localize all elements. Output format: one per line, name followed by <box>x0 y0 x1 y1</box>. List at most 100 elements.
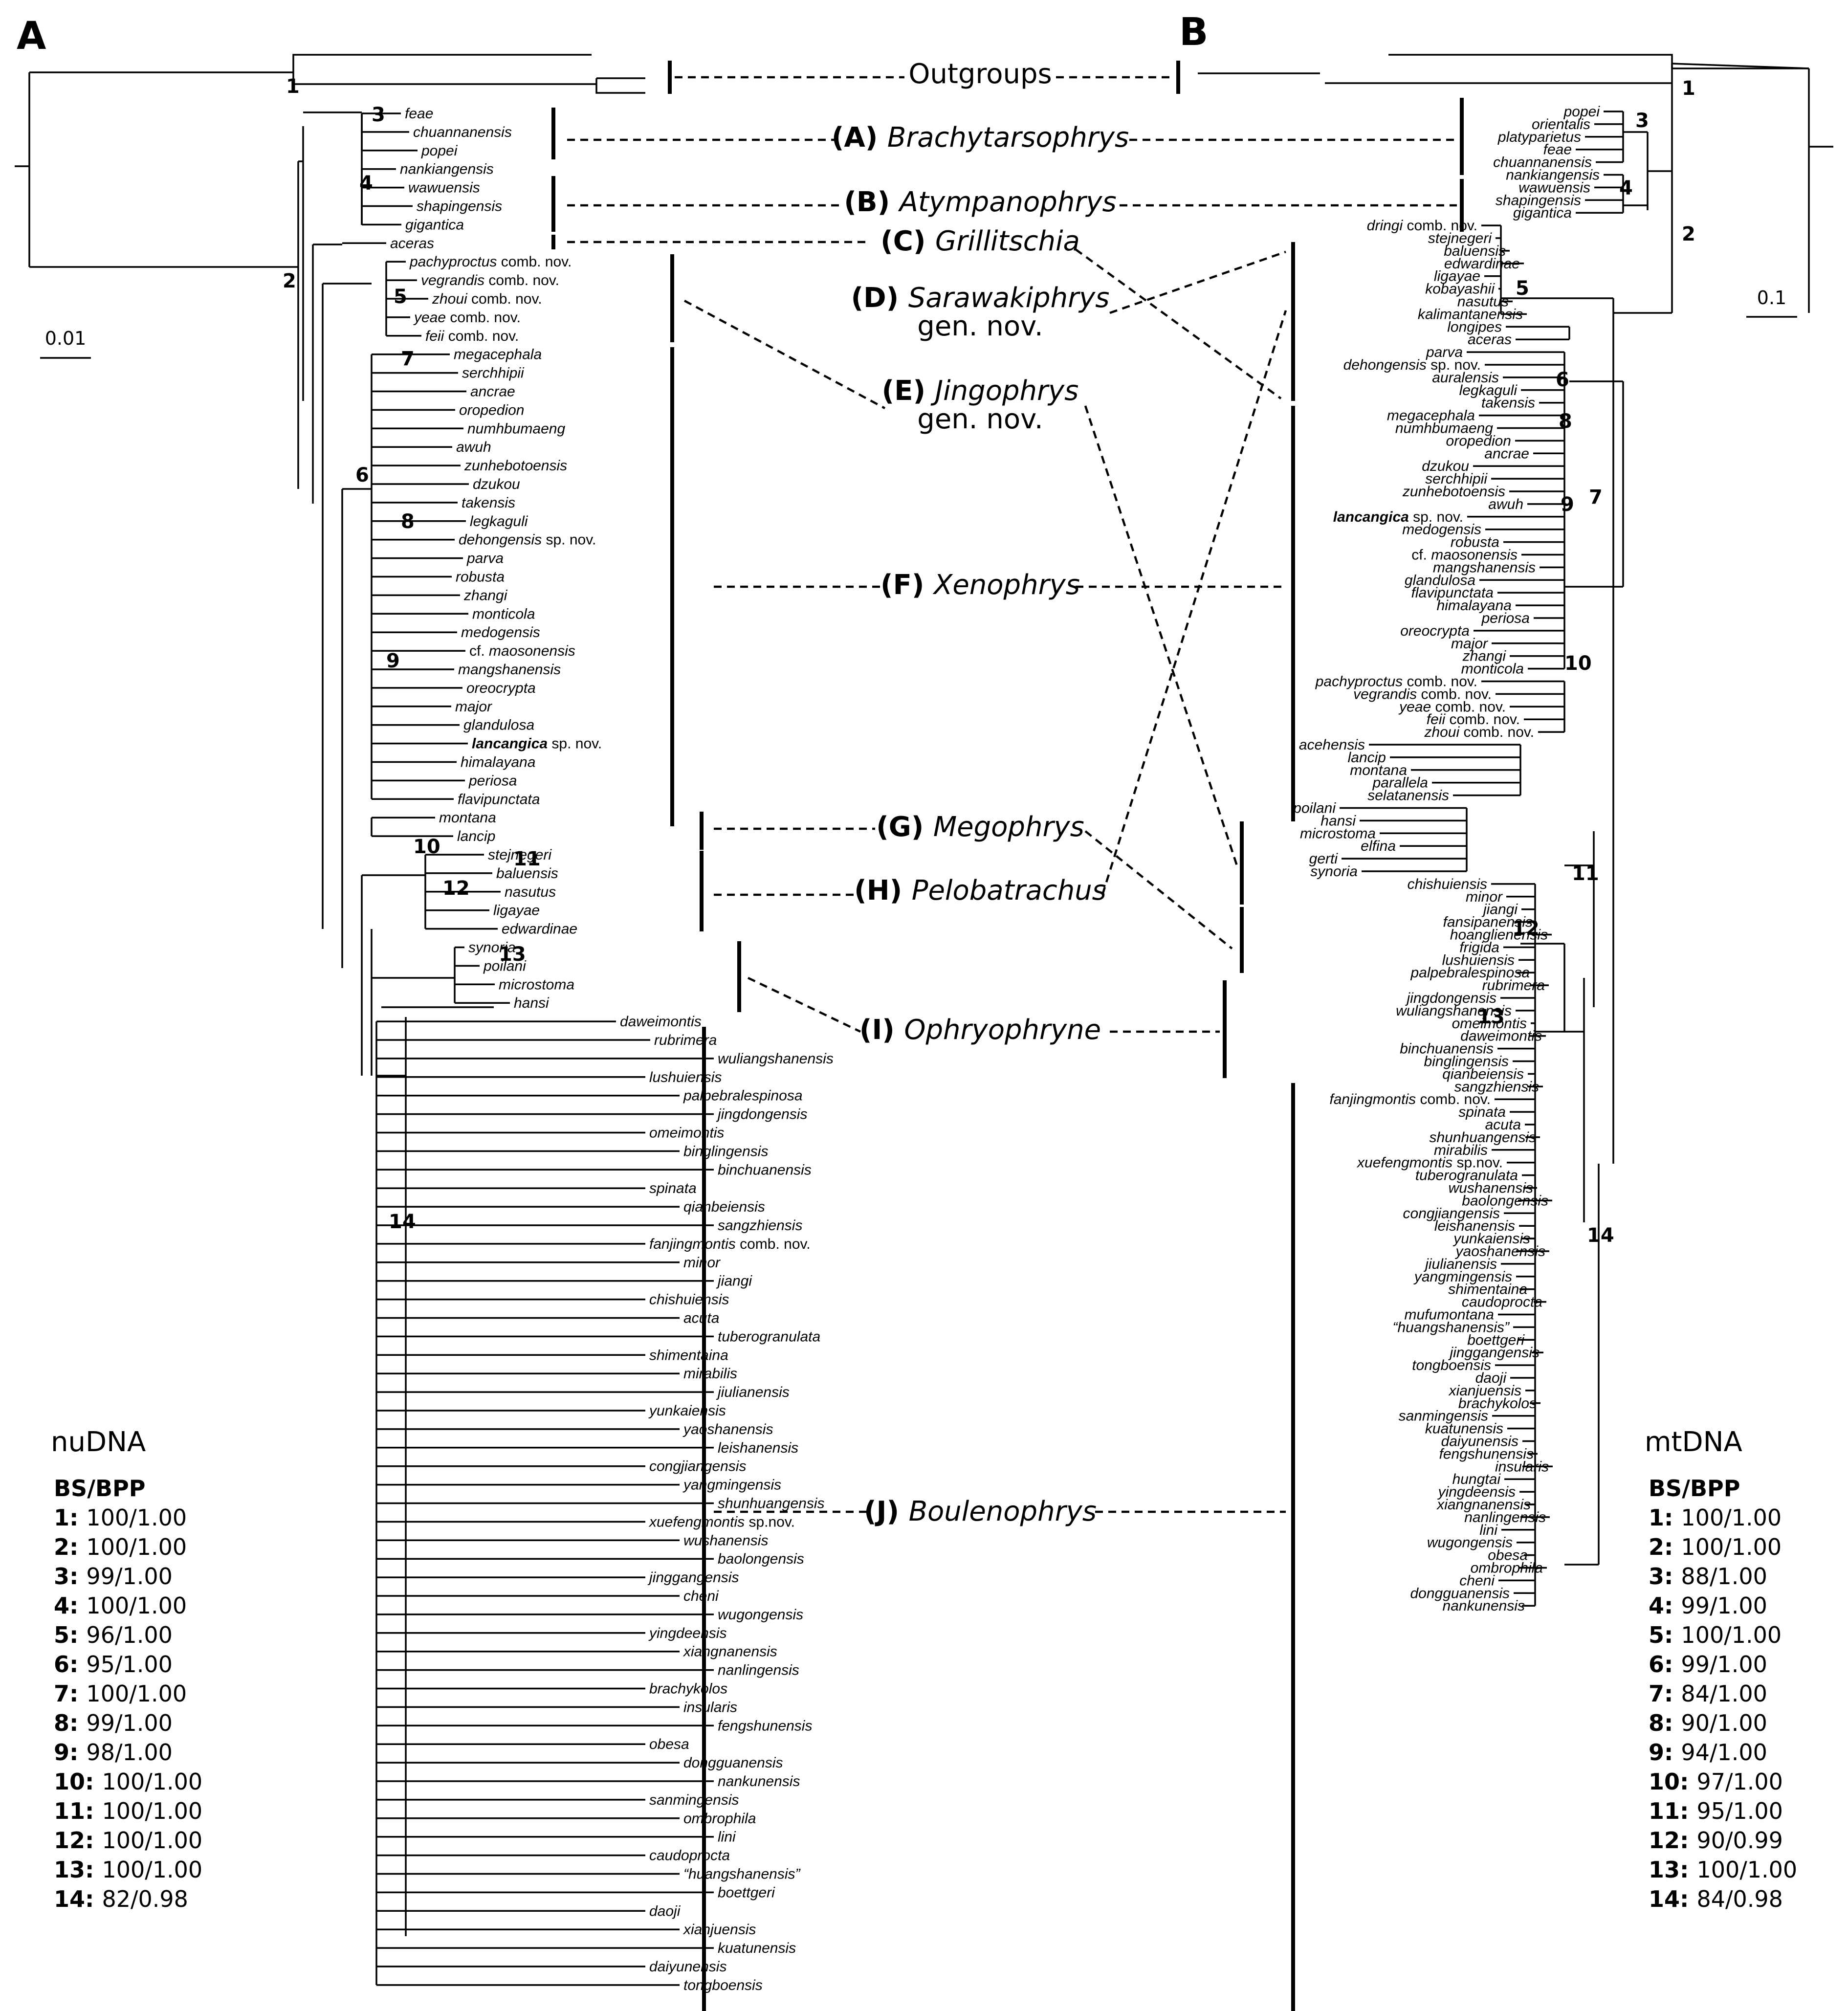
tip-right-7-4: gerti <box>1309 851 1339 867</box>
branch-left-outgroup-1 <box>292 54 592 72</box>
tip-left-4-20: glandulosa <box>463 717 534 733</box>
tip-right-8-11: omeimontis <box>1452 1016 1527 1032</box>
tip-left-8-12: fanjingmontis comb. nov. <box>649 1236 811 1252</box>
tip-right-1-3: gigantica <box>1513 205 1572 221</box>
tip-left-7-1: poilani <box>483 958 527 974</box>
tip-right-8-36: boettgeri <box>1467 1332 1525 1348</box>
tip-left-8-51: daiyunensis <box>649 1959 726 1975</box>
support-row-left: 1: 100/1.00 <box>54 1504 187 1531</box>
tip-left-8-46: “huangshanensis” <box>683 1866 801 1882</box>
tip-right-4-7: oropedion <box>1446 433 1511 449</box>
connector-lines <box>567 76 1457 1513</box>
support-row-left: 6: 95/1.00 <box>54 1651 173 1678</box>
tip-right-4-20: himalayana <box>1437 597 1512 614</box>
tip-right-8-26: congjiangensis <box>1403 1205 1500 1221</box>
tip-left-4-19: major <box>455 699 492 715</box>
connector-16 <box>1101 310 1287 895</box>
tip-right-8-31: yangmingensis <box>1413 1269 1512 1285</box>
tip-right-8-4: hoanglienensis <box>1450 927 1548 943</box>
tip-right-8-18: spinata <box>1458 1104 1506 1120</box>
tip-right-5-3: feii comb. nov. <box>1427 711 1520 728</box>
tip-left-3-0: pachyproctus comb. nov. <box>409 254 572 270</box>
genus-sublabel-4: gen. nov. <box>917 403 1043 435</box>
connector-14 <box>1084 830 1233 950</box>
tip-left-8-45: caudoprocta <box>649 1848 730 1864</box>
tip-left-8-21: yunkaiensis <box>648 1403 726 1419</box>
tip-left-4-14: monticola <box>472 606 535 622</box>
branch-right-outgroup-1 <box>1388 54 1809 69</box>
tip-right-7-3: elfina <box>1361 838 1396 854</box>
tip-left-8-37: insularis <box>683 1699 737 1715</box>
node-label-right-12: 12 <box>1512 917 1540 940</box>
tip-right-8-27: leishanensis <box>1434 1218 1515 1234</box>
tip-right-4-22: oreocrypta <box>1400 623 1470 639</box>
tip-left-4-11: parva <box>466 551 504 567</box>
node-label-left-7: 7 <box>401 348 415 370</box>
support-row-left: 11: 100/1.00 <box>54 1798 202 1824</box>
right-tree-tips: popeiorientalisplatyparietusfeaechuannan… <box>1293 104 1600 1614</box>
node-label-right-9: 9 <box>1561 493 1574 516</box>
tip-left-4-12: robusta <box>456 569 505 585</box>
tip-left-4-3: oropedion <box>459 402 524 418</box>
genus-labels: (A) Brachytarsophrys(B) Atympanophrys(C)… <box>832 122 1129 1527</box>
node-label-right-14: 14 <box>1587 1224 1614 1247</box>
tip-left-8-27: xuefengmontis sp.nov. <box>648 1514 795 1530</box>
tip-right-8-30: jiulianensis <box>1423 1256 1497 1272</box>
tip-left-8-50: kuatunensis <box>718 1940 796 1956</box>
tip-right-8-13: binchuanensis <box>1400 1041 1494 1057</box>
tip-left-8-4: palpebralespinosa <box>683 1088 803 1104</box>
support-header-left: BS/BPP <box>54 1475 145 1502</box>
support-row-right: 13: 100/1.00 <box>1649 1856 1797 1883</box>
tip-right-0-4: chuannanensis <box>1493 155 1592 171</box>
tip-left-8-36: brachykolos <box>649 1681 727 1697</box>
tip-left-7-0: synoria <box>468 940 516 956</box>
tip-right-2-4: ligayae <box>1434 268 1480 285</box>
tip-right-8-5: frigida <box>1459 939 1499 955</box>
tip-left-1-0: nankiangensis <box>400 161 494 177</box>
tip-right-8-1: minor <box>1466 889 1503 905</box>
node-label-left-10: 10 <box>413 836 440 858</box>
tip-right-8-12: daweimontis <box>1460 1028 1542 1044</box>
tip-right-3-1: aceras <box>1468 331 1512 348</box>
node-label-right-6: 6 <box>1556 369 1569 391</box>
tip-right-4-3: legkaguli <box>1459 382 1518 398</box>
tip-right-4-9: dzukou <box>1422 458 1469 474</box>
tip-left-8-52: tongboensis <box>683 1977 763 1993</box>
tip-right-8-33: caudoprocta <box>1462 1294 1542 1310</box>
tip-right-8-40: xianjuensis <box>1448 1383 1521 1399</box>
tip-right-4-15: robusta <box>1451 534 1499 551</box>
node-label-right-3: 3 <box>1635 110 1649 132</box>
tip-left-6-3: ligayae <box>493 903 540 919</box>
node-label-left-11: 11 <box>513 848 541 870</box>
tip-left-4-23: periosa <box>468 773 517 789</box>
tip-left-8-29: baolongensis <box>718 1551 804 1567</box>
tip-left-8-19: mirabilis <box>683 1366 737 1382</box>
node-label-left-14: 14 <box>389 1211 416 1233</box>
tip-right-4-16: cf. maosonensis <box>1411 547 1518 563</box>
tip-right-4-24: zhangi <box>1462 648 1507 664</box>
tip-left-8-26: shunhuangensis <box>718 1496 825 1512</box>
tip-left-8-0: daweimontis <box>620 1014 702 1030</box>
tip-right-5-4: zhoui comb. nov. <box>1424 724 1534 740</box>
tip-left-4-8: takensis <box>462 495 515 511</box>
tip-right-6-2: montana <box>1350 762 1407 778</box>
tip-left-4-9: legkaguli <box>470 513 528 530</box>
tip-right-4-23: major <box>1451 636 1488 652</box>
tip-right-4-13: lancangica sp. nov. <box>1333 509 1463 525</box>
tip-left-8-1: rubrimera <box>654 1032 717 1048</box>
connector-7 <box>1075 248 1282 399</box>
node-label-left-4: 4 <box>359 172 373 195</box>
tip-right-8-43: kuatunensis <box>1425 1421 1503 1437</box>
tip-right-4-11: zunhebotoensis <box>1402 484 1505 500</box>
tip-left-8-30: jinggangensis <box>647 1569 739 1586</box>
panel-label-a: A <box>17 14 46 58</box>
support-row-right: 10: 97/1.00 <box>1649 1768 1783 1795</box>
tip-right-2-7: kalimantanensis <box>1418 306 1523 322</box>
tip-right-8-54: ombrophila <box>1471 1560 1543 1576</box>
tip-right-8-7: palpebralespinosa <box>1410 965 1530 981</box>
tip-left-3-1: vegrandis comb. nov. <box>421 272 559 288</box>
tip-right-2-6: nasutus <box>1457 294 1509 310</box>
support-row-right: 11: 95/1.00 <box>1649 1798 1783 1824</box>
